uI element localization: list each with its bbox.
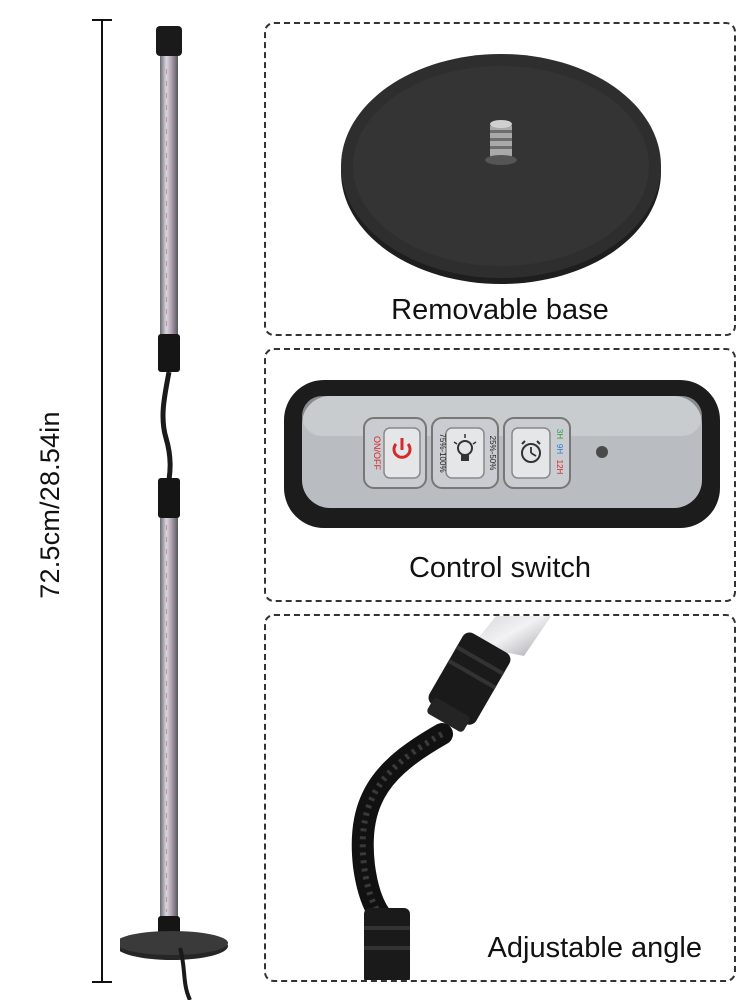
bulb-icon bbox=[453, 434, 477, 461]
height-dimension-line bbox=[92, 19, 112, 983]
adjustable-angle-caption: Adjustable angle bbox=[266, 932, 706, 965]
control-switch-caption: Control switch bbox=[266, 552, 734, 585]
grow-lamp-full-view bbox=[120, 26, 228, 1000]
adjustable-angle-panel: Adjustable angle bbox=[264, 614, 736, 982]
removable-base-caption: Removable base bbox=[266, 294, 734, 327]
timer-label-9h: 9H bbox=[555, 444, 564, 454]
power-button-graphic bbox=[363, 417, 427, 489]
removable-base-panel: Removable base bbox=[264, 22, 736, 336]
indicator-led-icon bbox=[596, 446, 608, 458]
gooseneck-closeup-image bbox=[351, 616, 552, 980]
power-button-label: ON/OFF bbox=[372, 436, 382, 470]
timer-label-12h: 12H bbox=[555, 460, 564, 475]
brightness-label-low: 25%-50% bbox=[488, 436, 497, 471]
control-switch-panel: ON/OFF 75%-100% 25%-50% bbox=[264, 348, 736, 602]
timer-button-graphic bbox=[503, 417, 571, 489]
brightness-label-high: 75%-100% bbox=[438, 433, 447, 472]
power-icon bbox=[392, 438, 412, 459]
brightness-button-graphic bbox=[431, 417, 499, 489]
alarm-clock-icon bbox=[521, 440, 541, 463]
base-disc-image bbox=[341, 54, 661, 284]
timer-label-3h: 3H bbox=[555, 429, 564, 439]
remote-controller-image: ON/OFF 75%-100% 25%-50% bbox=[284, 380, 720, 528]
height-dimension-label: 72.5cm/28.54in bbox=[35, 411, 65, 599]
